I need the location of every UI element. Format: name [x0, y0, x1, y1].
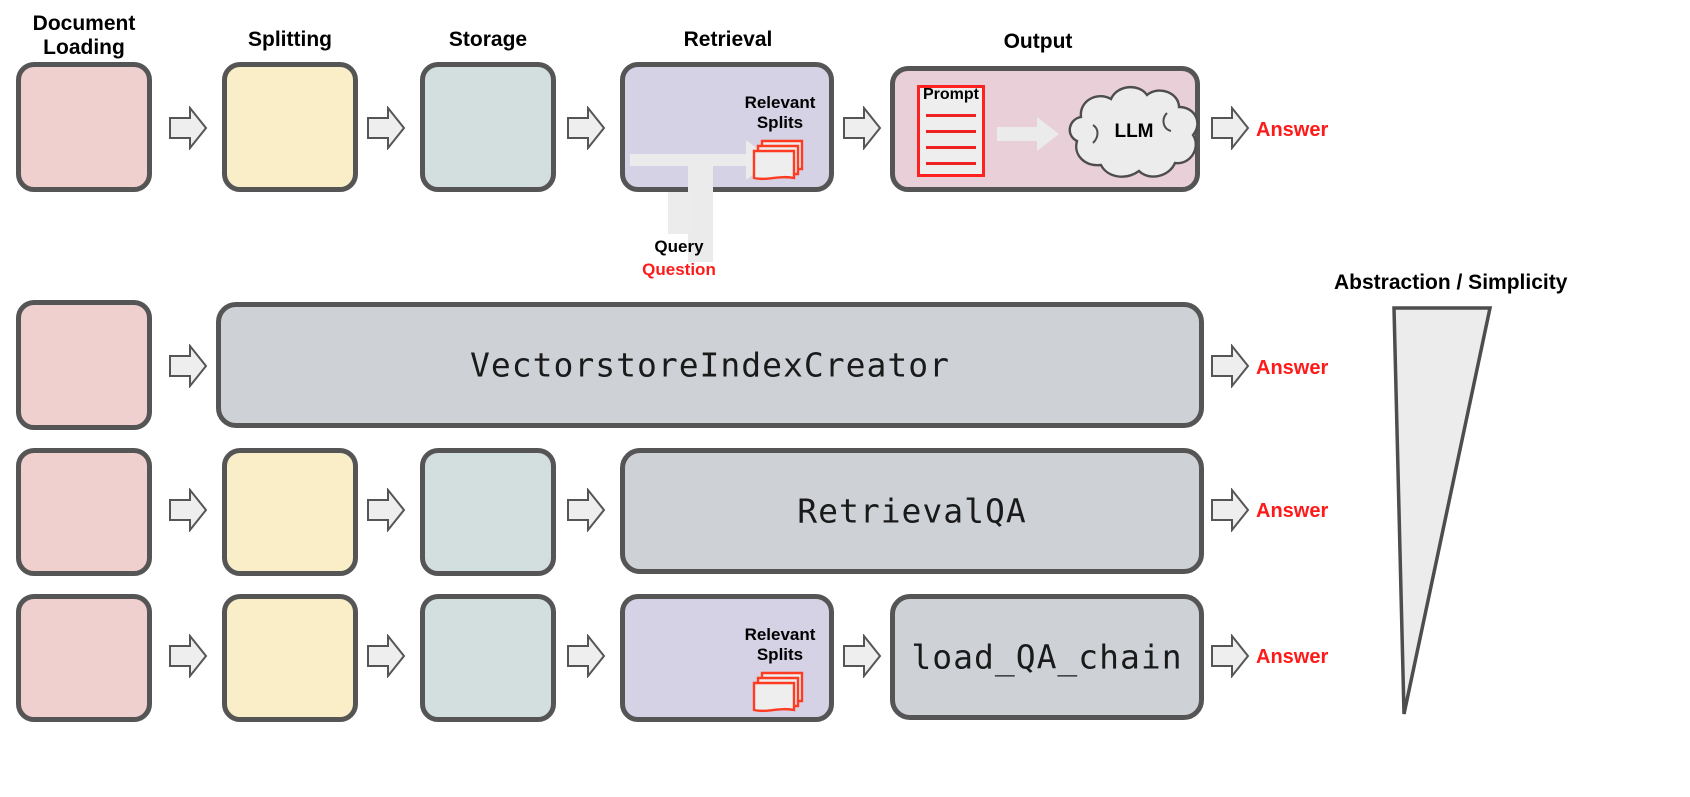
- stage-label-splitting: Splitting: [248, 28, 332, 51]
- prompt-to-llm-arrow-icon: [997, 117, 1059, 151]
- abstraction-simplicity-triangle: [1392, 306, 1493, 715]
- vectorstore-index-creator-label: VectorstoreIndexCreator: [470, 345, 950, 385]
- storage-box-row4: [420, 594, 556, 722]
- splitting-box-row4: [222, 594, 358, 722]
- query-label: Query: [654, 237, 704, 256]
- answer-label-row1: Answer: [1256, 119, 1329, 141]
- document-loading-box-row4: [16, 594, 152, 722]
- document-loading-box-row1: [16, 62, 152, 192]
- arrow-retrieval-to-loadqachain-row4: [843, 634, 882, 678]
- abstraction-simplicity-title: Abstraction / Simplicity: [1334, 271, 1568, 294]
- document-loading-box-row3: [16, 448, 152, 576]
- arrow-loadqachain-to-answer-row4: [1211, 634, 1250, 678]
- retrieval-box-row1: Relevant Splits: [620, 62, 834, 262]
- prompt-label: Prompt: [923, 86, 979, 103]
- splitting-box-row3: [222, 448, 358, 576]
- arrow-loading-to-splitting-row3: [169, 488, 208, 532]
- splitting-box-row1: [222, 62, 358, 192]
- load-qa-chain-box: load_QA_chain: [890, 594, 1204, 720]
- answer-label-row2: Answer: [1256, 357, 1329, 379]
- prompt-document-icon: Prompt: [917, 85, 985, 177]
- answer-label-row4: Answer: [1256, 646, 1329, 668]
- stage-label-document-loading: Document Loading: [32, 12, 136, 59]
- answer-label-row3: Answer: [1256, 500, 1329, 522]
- llm-label: LLM: [1114, 121, 1154, 142]
- vectorstore-index-creator-box: VectorstoreIndexCreator: [216, 302, 1204, 428]
- arrow-retrievalqa-to-answer-row3: [1211, 488, 1250, 532]
- question-label: Question: [642, 260, 716, 279]
- retrieval-qa-label: RetrievalQA: [797, 491, 1027, 531]
- relevant-splits-documents-icon: [752, 139, 804, 181]
- arrow-vectorstore-to-answer-row2: [1211, 344, 1250, 388]
- arrow-loading-to-vectorstore-row2: [169, 344, 208, 388]
- document-loading-box-row2: [16, 300, 152, 430]
- arrow-storage-to-retrieval-row4: [567, 634, 606, 678]
- relevant-splits-documents-icon-row4: [752, 671, 804, 713]
- arrow-output-to-answer-row1: [1211, 106, 1250, 150]
- arrow-splitting-to-storage-row3: [367, 488, 406, 532]
- arrow-splitting-to-storage-row1: [367, 106, 406, 150]
- arrow-retrieval-to-output-row1: [843, 106, 882, 150]
- arrow-splitting-to-storage-row4: [367, 634, 406, 678]
- stage-label-output: Output: [1003, 30, 1073, 53]
- arrow-loading-to-splitting-row4: [169, 634, 208, 678]
- query-stem: [668, 192, 690, 234]
- retrieval-flow-arrow-icon: [630, 140, 772, 262]
- storage-box-row1: [420, 62, 556, 192]
- stage-label-retrieval: Retrieval: [683, 28, 773, 51]
- relevant-splits-label-row4: Relevant Splits: [744, 625, 816, 664]
- arrow-loading-to-splitting-row1: [169, 106, 208, 150]
- storage-box-row3: [420, 448, 556, 576]
- retrieval-qa-box: RetrievalQA: [620, 448, 1204, 574]
- llm-cloud: LLM: [1063, 77, 1205, 187]
- load-qa-chain-label: load_QA_chain: [911, 637, 1183, 677]
- relevant-splits-label-row1: Relevant Splits: [744, 93, 816, 132]
- arrow-storage-to-retrieval-row1: [567, 106, 606, 150]
- retrieval-box-row4: Relevant Splits: [620, 594, 834, 722]
- stage-label-storage: Storage: [448, 28, 528, 51]
- output-box-row1: Prompt LLM: [890, 66, 1200, 192]
- arrow-storage-to-retrievalqa-row3: [567, 488, 606, 532]
